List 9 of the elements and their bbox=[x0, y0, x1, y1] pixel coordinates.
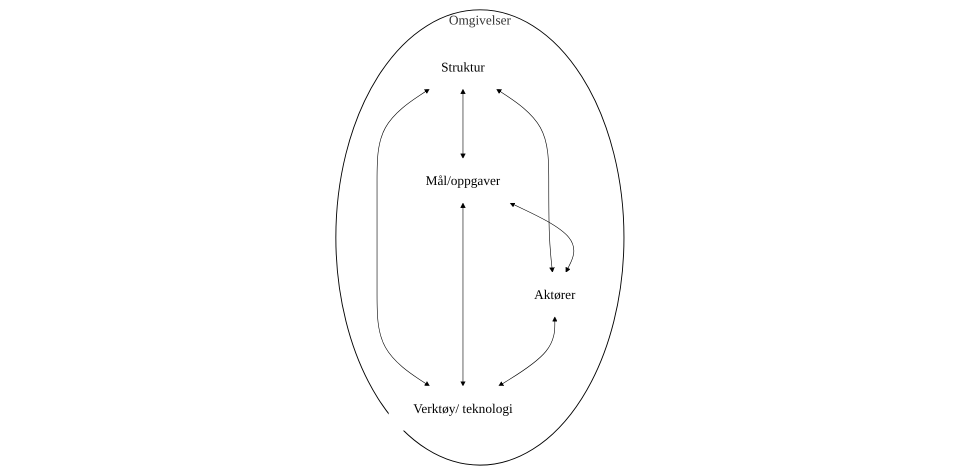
arrow bbox=[510, 202, 574, 273]
node-text: Aktører bbox=[534, 286, 576, 302]
node-text: Struktur bbox=[441, 59, 485, 74]
arrow bbox=[376, 88, 430, 386]
node-text: Mål/oppgaver bbox=[426, 173, 500, 188]
arrow bbox=[496, 88, 555, 273]
arrow bbox=[498, 316, 558, 386]
arrow bbox=[460, 202, 466, 386]
arrow bbox=[460, 88, 466, 159]
